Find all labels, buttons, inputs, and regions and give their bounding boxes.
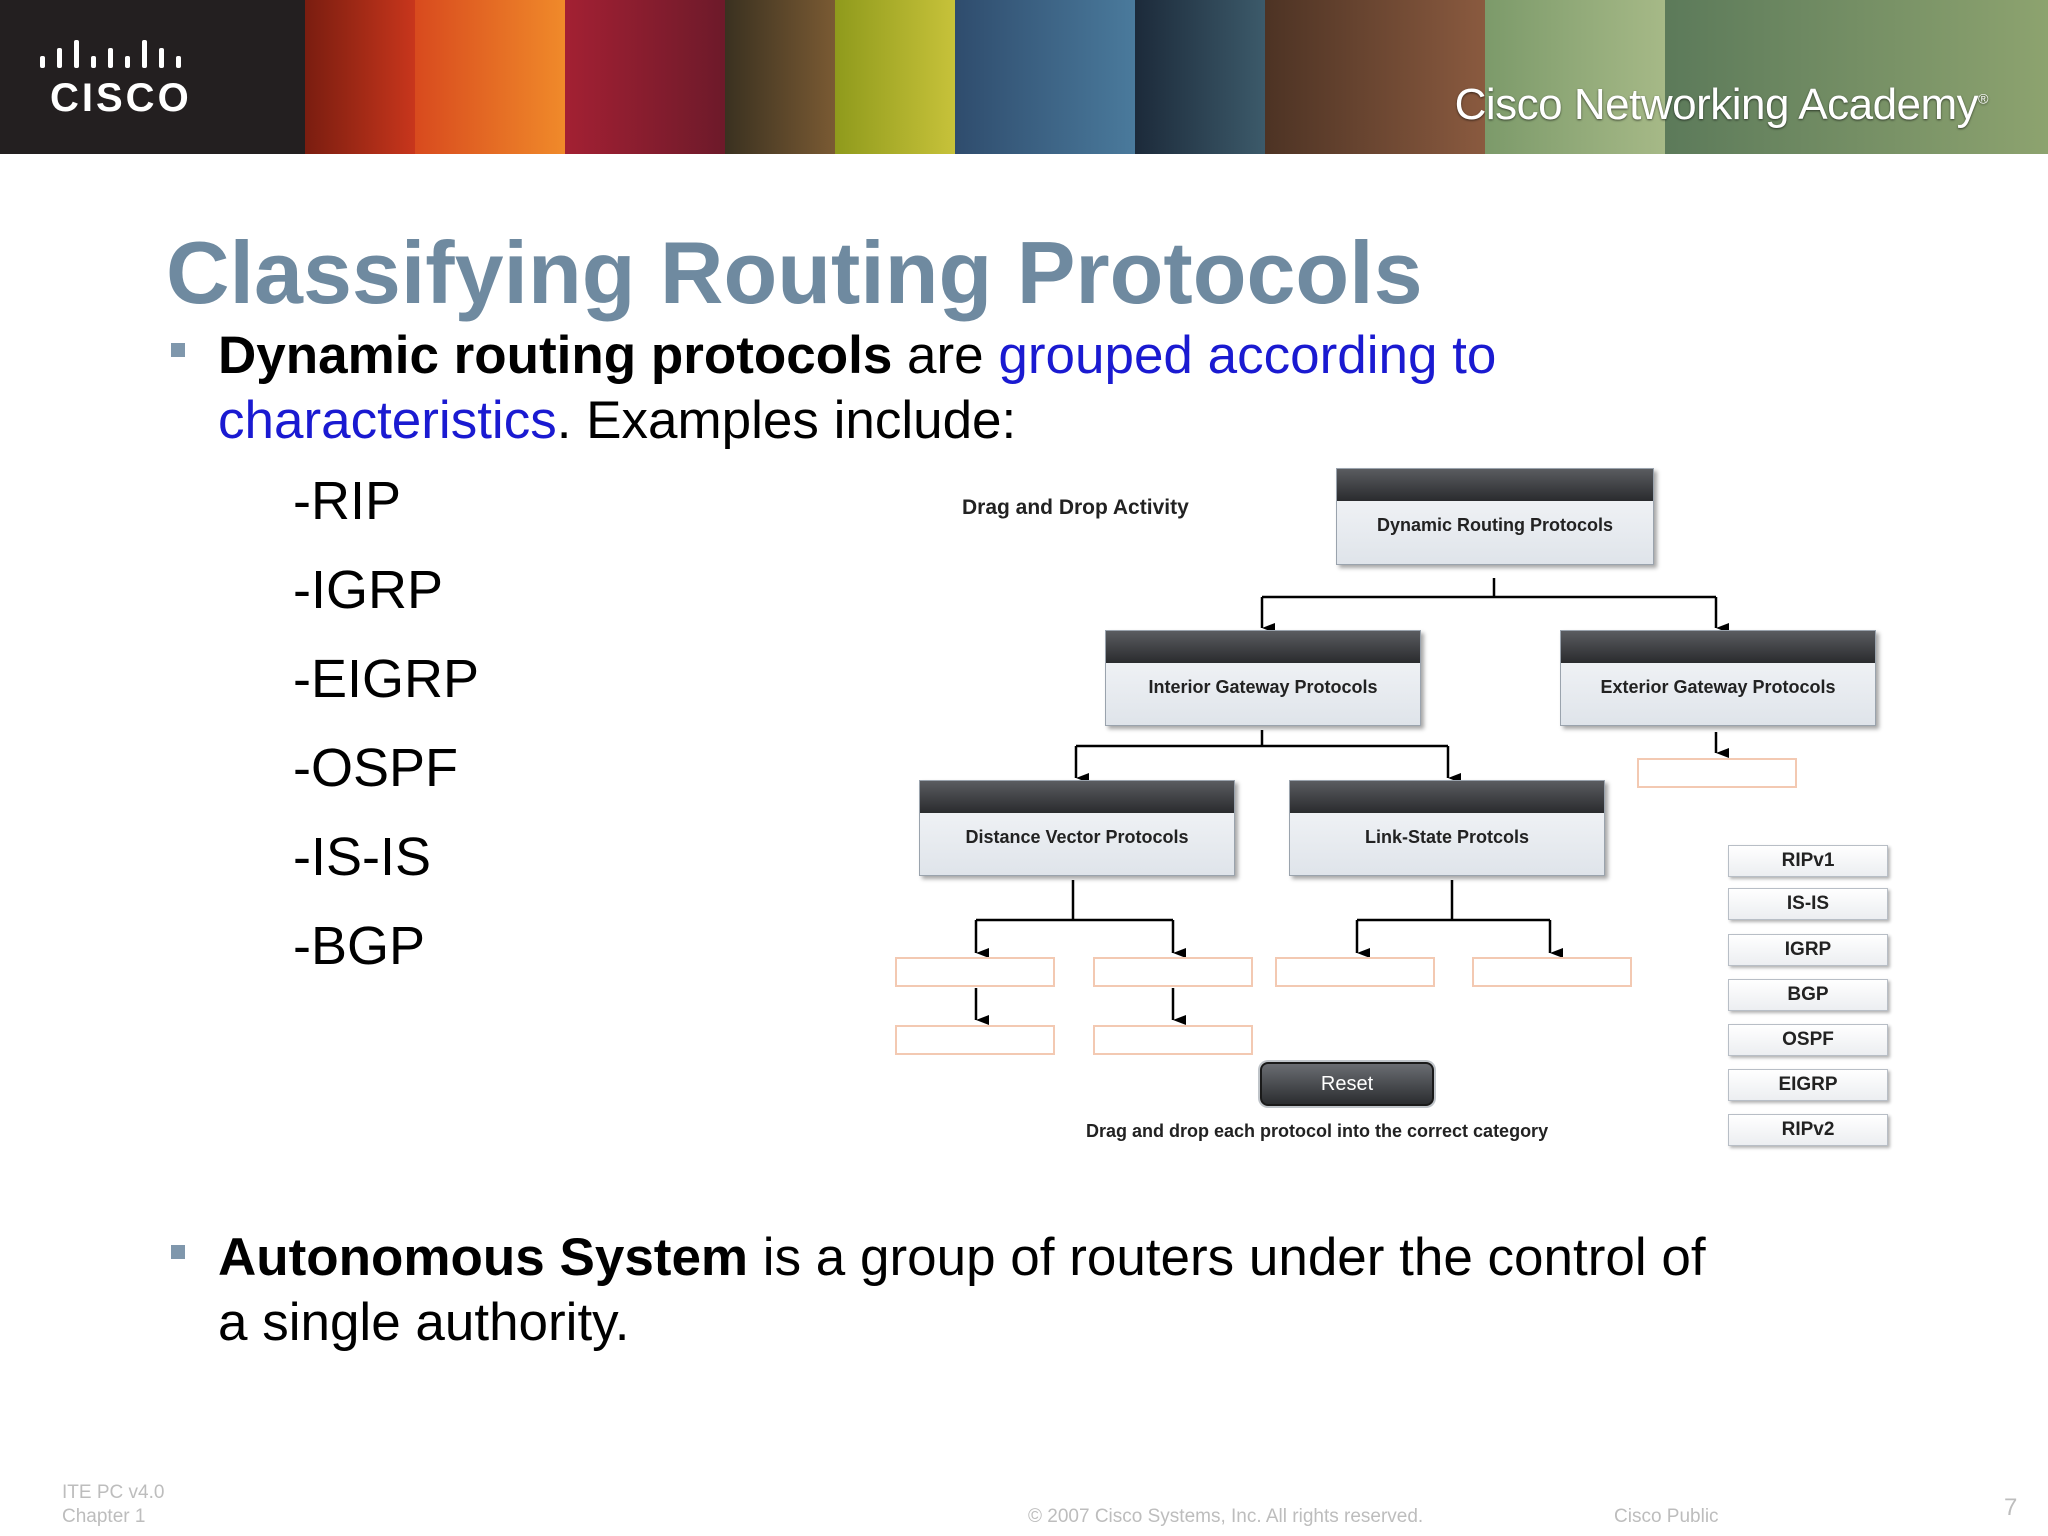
tree-connectors xyxy=(974,578,1729,1025)
list-item: -EIGRP xyxy=(293,649,480,709)
node-exterior-gateway-protocols: Exterior Gateway Protocols xyxy=(1560,630,1876,726)
chip-bgp[interactable]: BGP xyxy=(1728,979,1888,1011)
chip-eigrp[interactable]: EIGRP xyxy=(1728,1069,1888,1101)
node-interior-gateway-protocols: Interior Gateway Protocols xyxy=(1105,630,1421,726)
drop-slot-distance-vector-3[interactable] xyxy=(895,1025,1055,1055)
footer-copyright: © 2007 Cisco Systems, Inc. All rights re… xyxy=(1028,1506,1424,1527)
header-banner: CISCO Cisco Networking Academy® xyxy=(0,0,2048,154)
cisco-logo: CISCO xyxy=(0,0,305,154)
list-item: -OSPF xyxy=(293,738,459,798)
activity-instruction: Drag and drop each protocol into the cor… xyxy=(1086,1121,1549,1141)
header-photo-collage xyxy=(305,0,2048,154)
chip-ospf[interactable]: OSPF xyxy=(1728,1024,1888,1056)
list-item: -RIP xyxy=(293,471,401,531)
chip-is-is[interactable]: IS-IS xyxy=(1728,888,1888,920)
footer-course: ITE PC v4.0 xyxy=(62,1482,165,1503)
list-item: -IGRP xyxy=(293,560,444,620)
drop-slot-exterior[interactable] xyxy=(1637,758,1797,788)
node-link-state-protocols: Link-State Protcols xyxy=(1289,780,1605,876)
drop-slot-link-state-2[interactable] xyxy=(1472,957,1632,987)
page-number: 7 xyxy=(2004,1494,2018,1521)
chip-igrp[interactable]: IGRP xyxy=(1728,934,1888,966)
list-item: -BGP xyxy=(293,916,426,976)
cisco-bars-icon xyxy=(40,40,181,68)
drag-drop-activity: Drag and Drop Activity xyxy=(880,468,1900,1170)
drop-slot-distance-vector-1[interactable] xyxy=(895,957,1055,987)
footer-classification: Cisco Public xyxy=(1614,1506,1719,1527)
node-dynamic-routing-protocols: Dynamic Routing Protocols xyxy=(1336,468,1654,565)
node-distance-vector-protocols: Distance Vector Protocols xyxy=(919,780,1235,876)
bullet-marker-2 xyxy=(171,1245,185,1259)
reset-button[interactable]: Reset xyxy=(1260,1062,1434,1106)
bullet-marker-1 xyxy=(171,343,185,357)
page-title: Classifying Routing Protocols xyxy=(166,223,1423,322)
activity-label: Drag and Drop Activity xyxy=(962,496,1189,519)
list-item: -IS-IS xyxy=(293,827,432,887)
chip-ripv2[interactable]: RIPv2 xyxy=(1728,1114,1888,1146)
bullet-text-2: Autonomous System is a group of routers … xyxy=(218,1228,1706,1352)
drop-slot-distance-vector-4[interactable] xyxy=(1093,1025,1253,1055)
drop-slot-link-state-1[interactable] xyxy=(1275,957,1435,987)
academy-title: Cisco Networking Academy® xyxy=(1454,80,1989,129)
cisco-wordmark: CISCO xyxy=(50,76,192,120)
bullet-text-1: Dynamic routing protocols are grouped ac… xyxy=(218,326,1497,450)
chip-ripv1[interactable]: RIPv1 xyxy=(1728,845,1888,877)
footer-chapter: Chapter 1 xyxy=(62,1506,146,1527)
drop-slot-distance-vector-2[interactable] xyxy=(1093,957,1253,987)
